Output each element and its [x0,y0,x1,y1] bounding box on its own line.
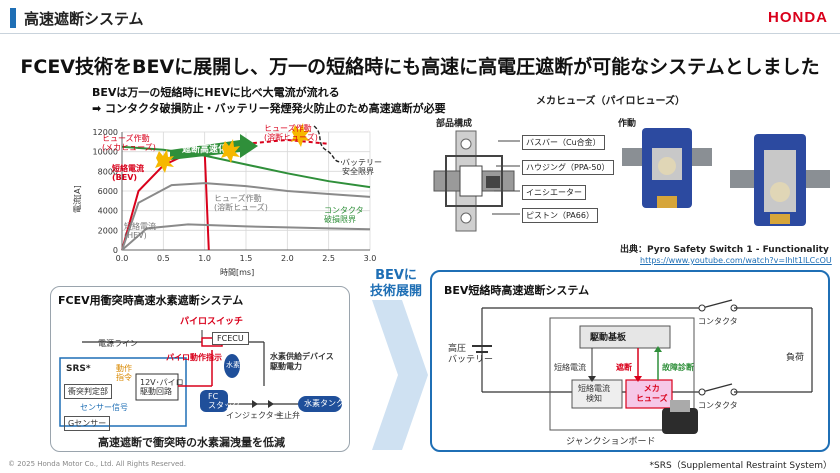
parts-label: 部品構成 [436,119,473,129]
fcev-srs: SRS* [66,364,91,374]
expansion-label-line1: BEVに [375,268,417,283]
bev-short-current: 短絡電流 [554,363,586,372]
expansion-label: BEVに 技術展開 [358,268,434,300]
pyro-source-link[interactable]: https://www.youtube.com/watch?v=Ihlt1lLC… [640,256,832,265]
expansion-arrow [372,300,428,450]
bev-detect: 短絡電流 検知 [578,384,610,403]
honda-logo: HONDA [768,9,828,26]
bev-contactor-bottom: コンタクタ [698,401,738,410]
bullet-line-1: BEVは万一の短絡時にHEVに比べ大電流が流れる [92,86,340,99]
expansion-label-line2: 技術展開 [369,284,422,299]
part-initiator: イニシエーター [522,185,586,200]
fcev-fc-stack: FC スタック [208,392,240,410]
part-piston: ピストン（PA66） [522,208,598,223]
pyro-photo-after-icon [730,134,830,226]
fcev-bottom-text: 高速遮断で衝突時の水素漏洩量を低減 [98,436,285,449]
battery-limit-curve [313,125,343,163]
y-tick-label-6: 12000 [93,128,118,137]
fcev-pyro-switch: パイロスイッチ [180,317,244,327]
fcev-pyro-drive: 12V･パイロ 駆動回路 [140,378,184,396]
fast-cut-label: 遮断高速化 [182,143,227,155]
fcev-tank: 水素タンク [304,399,344,408]
annot-contactor-limit: コンタクタ 破損限界 [324,206,364,224]
header-accent [10,8,16,28]
fcev-supply-label: 水素供給デバイス 駆動電力 [270,352,334,371]
bev-load: 負荷 [786,353,805,363]
y-axis-label: 電流[A] [72,185,82,213]
fcev-hydrogen: 水素 [226,361,240,369]
series-line-0 [121,150,210,251]
action-label: 作動 [618,119,637,129]
headline: FCEV技術をBEVに展開し、万一の短絡時にも高速に高電圧遮断が可能なシステムと… [20,56,820,78]
fcev-main-valve: 主止弁 [276,411,300,420]
page-title: 高速遮断システム [24,10,144,28]
x-tick-label-5: 2.5 [322,254,335,263]
pyro-fuse-burst-icon [155,149,174,173]
y-tick-label-2: 4000 [98,207,118,216]
x-tick-label-0: 0.0 [116,254,129,263]
series-line-4 [121,223,371,251]
fcev-diagram [59,330,342,427]
fast-cut-arrow [170,134,258,160]
part-busbar: バスバー（Cu合金） [522,135,605,150]
bev-junction: ジャンクションボード [566,437,656,447]
y-tick-label-0: 0 [113,246,118,255]
y-tick-label-4: 8000 [98,167,118,176]
header-bar [0,0,840,34]
x-axis-label: 時間[ms] [220,268,254,277]
bev-cutoff: 遮断 [616,363,632,372]
bev-diag: 故障診断 [662,363,694,372]
copyright: © 2025 Honda Motor Co., Ltd. All Rights … [8,460,186,468]
bev-mech-fuse: メカ ヒューズ [636,384,668,403]
x-tick-label-2: 1.0 [198,254,211,263]
bev-contactor-top: コンタクタ [698,317,738,326]
chart-ticks: 0 2000 4000 6000 8000 10000 12000 0.0 0.5 1.0 1.5 2… [93,128,377,263]
annot-melt-fuse-gray: ヒューズ作動 (溶断ヒューズ) [214,194,268,212]
x-tick-label-4: 2.0 [281,254,294,263]
x-tick-label-6: 3.0 [364,254,377,263]
fcev-fcecu: FCECU [212,332,249,345]
pyro-title: メカヒューズ（パイロヒューズ） [536,96,685,107]
x-tick-label-1: 0.5 [157,254,170,263]
bev-drive-board: 駆動基板 [590,333,627,343]
y-tick-label-1: 2000 [98,226,118,235]
annot-battery-limit: バッテリー 安全限界 [342,158,382,176]
annot-melt-fuse-red: ヒューズ作動 (溶断ヒューズ) [264,124,318,142]
annot-hev-current: 短絡電流 (HEV) [124,222,156,240]
fcev-g-sensor: Gセンサー [64,416,111,431]
bev-diagram [472,299,813,434]
fcev-sensor-signal: センサー信号 [80,403,128,412]
melt-fuse-burst-icon-2 [291,123,310,147]
y-tick-label-3: 6000 [98,187,118,196]
series-line-2 [121,145,371,189]
pyro-source: 出典：Pyro Safety Switch 1 - Functionality [620,245,829,255]
y-tick-label-5: 10000 [93,148,118,157]
fcev-title: FCEV用衝突時高速水素遮断システム [58,294,244,307]
annot-bev-current: 短絡電流 (BEV) [112,164,144,182]
fcev-pyro-cmd: パイロ動作指示 [166,353,222,362]
fcev-collision: 衝突判定部 [64,384,112,399]
melt-fuse-burst-icon-1 [221,139,240,163]
part-housing: ハウジング（PPA-50） [522,160,614,175]
pyro-photo-before-icon [622,128,712,208]
bev-box [430,270,830,452]
bev-title: BEV短絡時高速遮断システム [444,284,590,297]
pyro-cross-section [433,130,520,232]
fcev-injector: インジェクター [226,411,282,420]
fcev-power-line: 電源ライン [98,339,138,348]
fcev-action-cmd: 動作 指令 [116,364,132,382]
bullet-line-2: ➡ コンタクタ破損防止・バッテリー発煙発火防止のため高速遮断が必要 [92,102,446,115]
annot-pyro-fuse: ヒューズ作動 (メカヒューズ) [102,134,156,152]
srs-note: *SRS（Supplemental Restraint System） [649,461,832,471]
x-tick-label-3: 1.5 [240,254,253,263]
series-line-3 [121,182,371,251]
bev-battery: 高圧 バッテリー [448,344,494,365]
